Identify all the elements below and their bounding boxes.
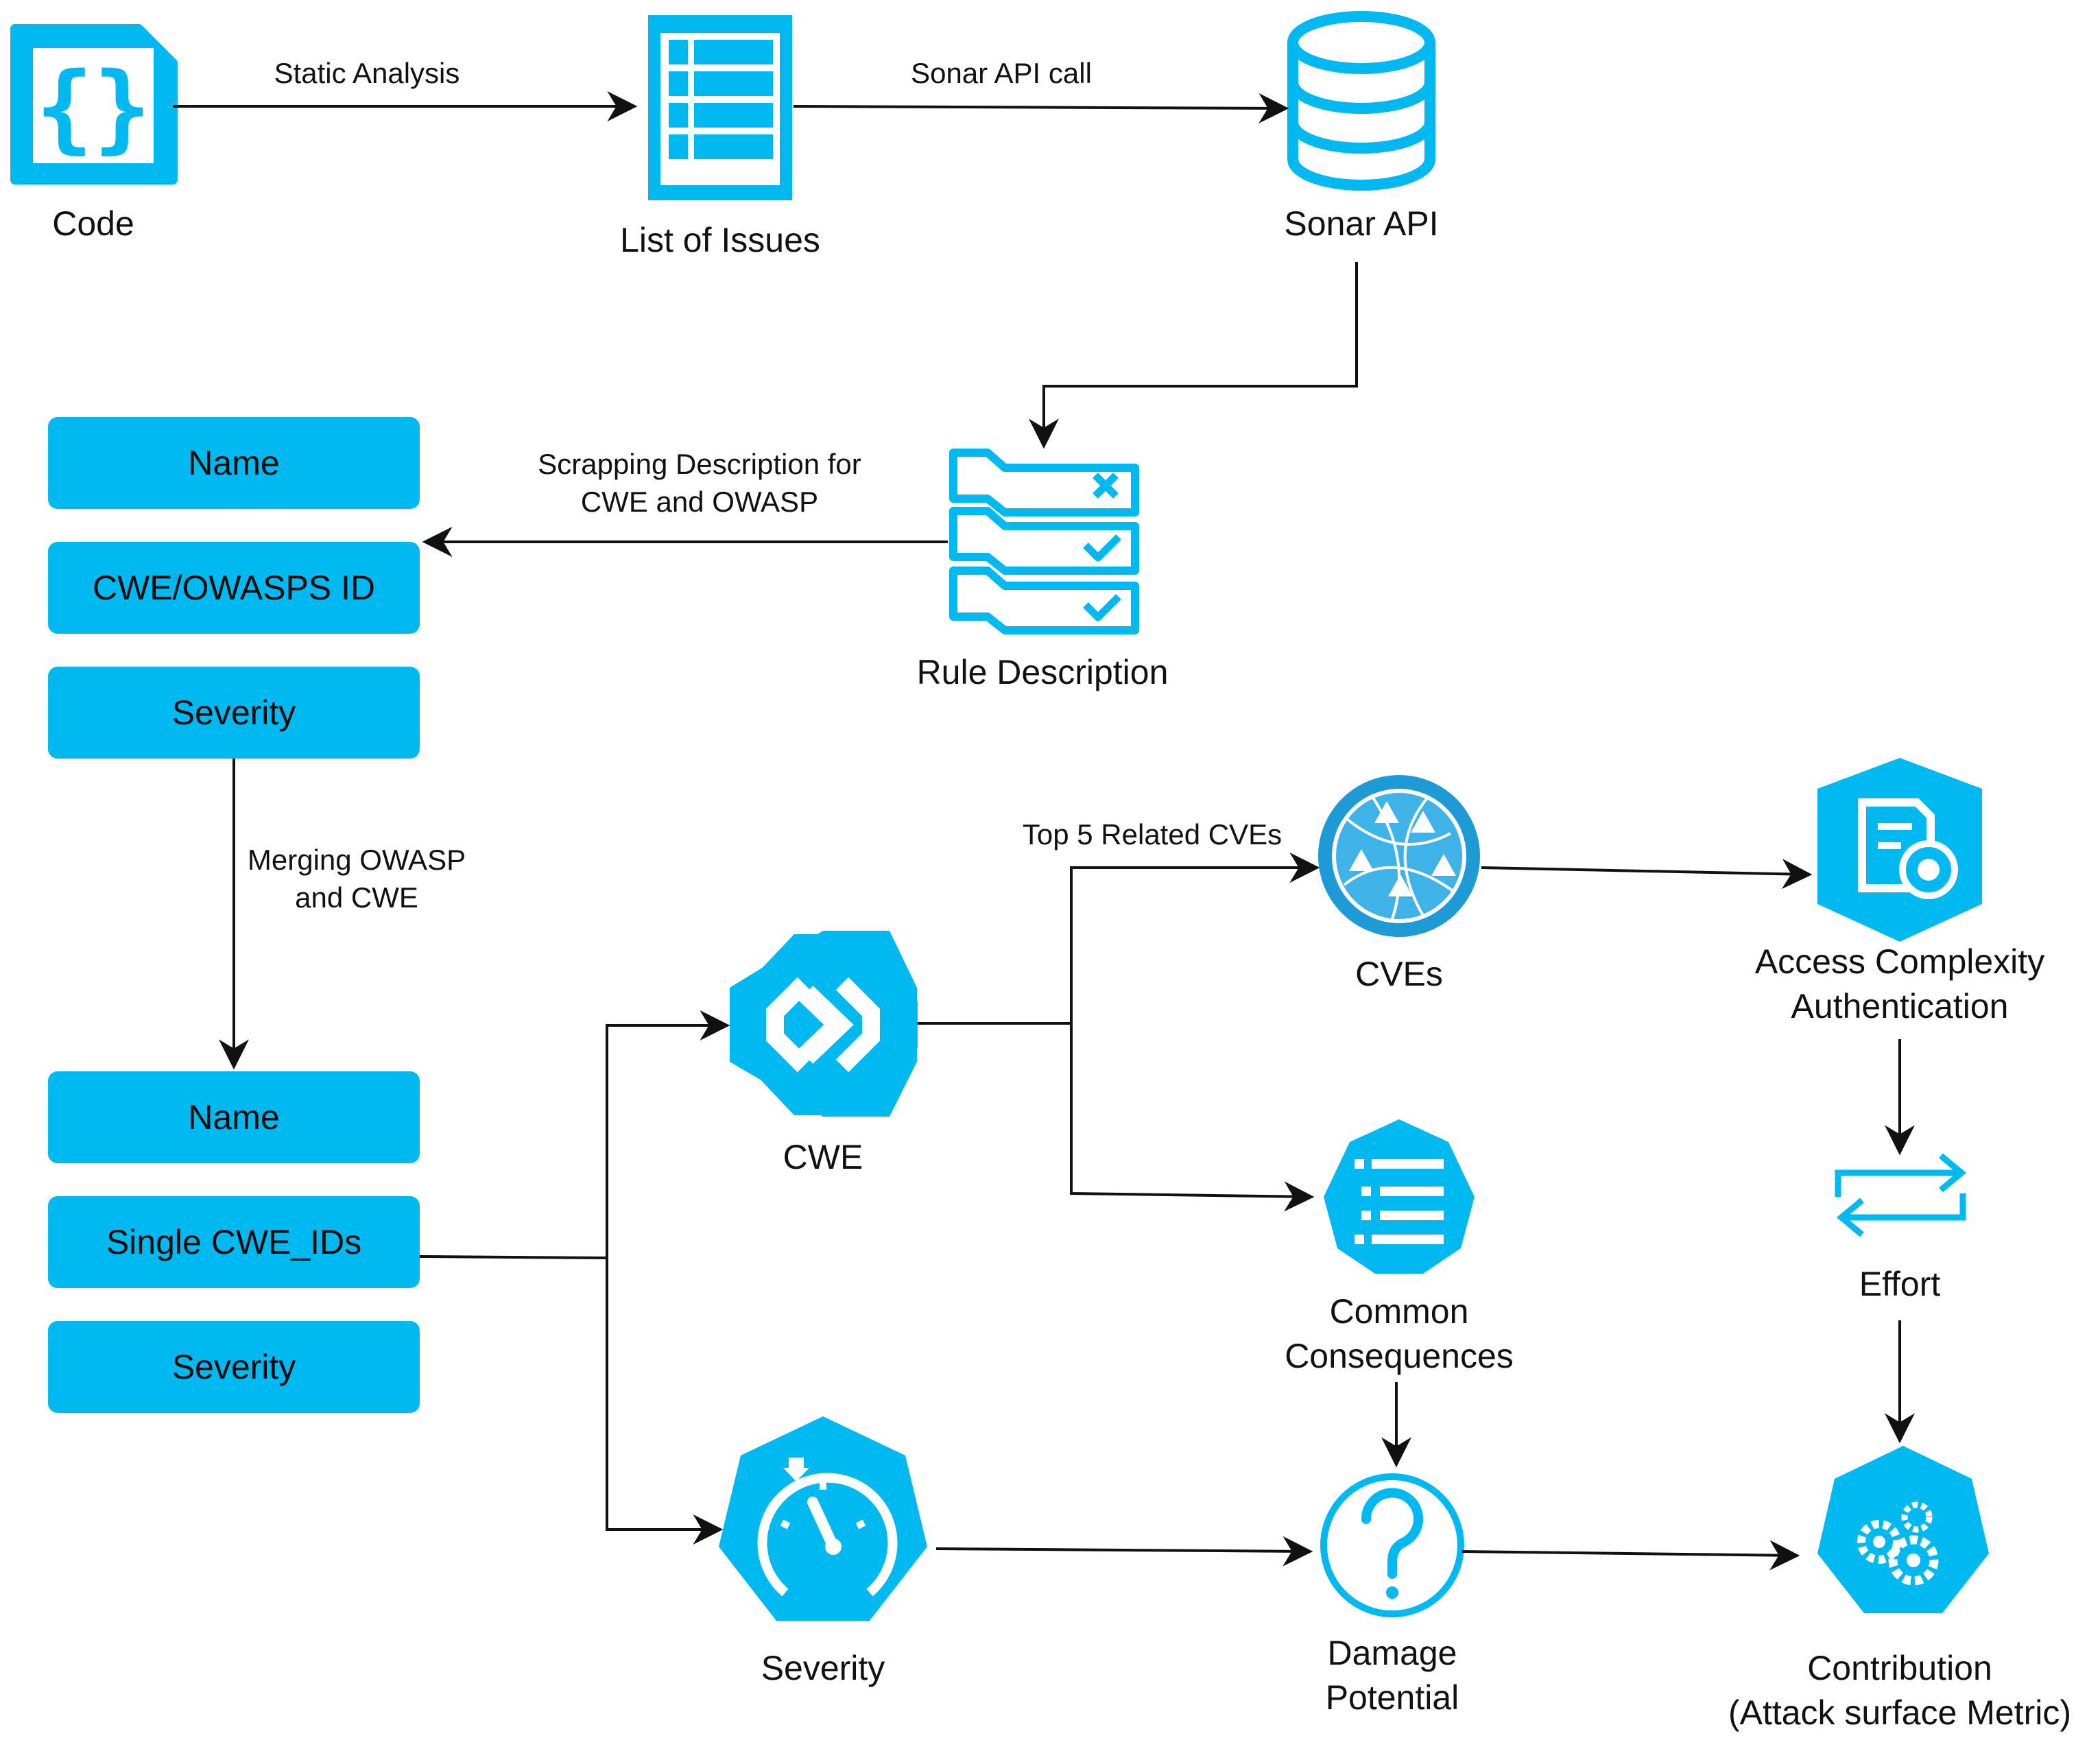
common-consequences-line-2: Consequences <box>1285 1337 1514 1375</box>
effort-label: Effort <box>1859 1265 1941 1303</box>
shield-certificate-icon <box>1817 758 1982 942</box>
merging-line-2: and CWE <box>295 881 418 914</box>
edge-to-consequences <box>1070 1023 1315 1212</box>
box-severity-bottom: Severity <box>48 1321 420 1413</box>
access-complexity-line-1: Access Complexity <box>1754 942 2045 981</box>
scrapping-label: Scrapping Description for CWE and OWASP <box>494 446 905 521</box>
box-single-cwe-ids: Single CWE_IDs <box>48 1196 420 1288</box>
scrapping-line-2: CWE and OWASP <box>580 485 819 518</box>
scrapping-line-1: Scrapping Description for <box>538 448 861 480</box>
sonar-api-label: Sonar API <box>1284 204 1439 243</box>
database-icon <box>1287 11 1435 191</box>
speedometer-icon <box>719 1416 927 1621</box>
access-complexity-label: Access Complexity Authentication <box>1694 940 2100 1029</box>
list-heptagon-icon <box>1324 1119 1475 1274</box>
sonar-api-call-label: Sonar API call <box>911 57 1092 89</box>
static-analysis-label: Static Analysis <box>274 57 460 89</box>
box-name-top: Name <box>48 417 420 509</box>
cwe-hexagon-icon <box>730 931 918 1117</box>
box-name-bottom: Name <box>48 1071 420 1163</box>
list-icon <box>648 15 792 200</box>
rule-checklist-icon <box>949 449 1139 634</box>
globe-warning-icon <box>1318 775 1480 937</box>
edge-cves-to-access <box>1481 859 1813 890</box>
cwe-label: CWE <box>783 1138 863 1176</box>
rule-description-label: Rule Description <box>916 653 1169 691</box>
contribution-line-1: Contribution <box>1807 1649 1992 1687</box>
edge-to-cves <box>1070 853 1320 1023</box>
cves-label: CVEs <box>1355 955 1443 993</box>
damage-potential-label: Damage Potential <box>1255 1631 1529 1720</box>
box-cwe-owasp-id: CWE/OWASPS ID <box>48 542 420 634</box>
list-of-issues-label: List of Issues <box>620 221 820 259</box>
gears-heptagon-icon <box>1817 1446 1989 1613</box>
common-consequences-label: Common Consequences <box>1228 1289 1571 1379</box>
top5-label: Top 5 Related CVEs <box>1022 818 1282 850</box>
contribution-label: Contribution (Attack surface Metric) <box>1694 1646 2100 1735</box>
merging-line-1: Merging OWASP <box>247 844 466 876</box>
exchange-arrows-icon <box>1835 1153 1967 1237</box>
common-consequences-line-1: Common <box>1329 1292 1469 1331</box>
edge-split-to-cwe <box>606 1010 730 1258</box>
code-label: Code <box>52 204 134 243</box>
edge-boxes-to-split <box>419 1255 608 1259</box>
edge-sonar-to-rules <box>1029 262 1358 449</box>
edge-damage-to-contribution <box>1461 1540 1800 1571</box>
edge-split-to-severity <box>606 1258 724 1545</box>
box-severity-top: Severity <box>48 667 420 759</box>
connectors <box>173 91 1915 1571</box>
question-circle-icon <box>1320 1473 1464 1617</box>
edge-severity-to-damage <box>935 1536 1313 1567</box>
edge-list-to-sonar <box>793 93 1289 123</box>
damage-potential-line-2: Potential <box>1325 1678 1459 1717</box>
merging-label: Merging OWASP and CWE <box>219 842 494 916</box>
damage-potential-line-1: Damage <box>1327 1634 1457 1672</box>
contribution-line-2: (Attack surface Metric) <box>1728 1693 2072 1732</box>
access-complexity-line-2: Authentication <box>1791 987 2009 1025</box>
code-file-icon: {} <box>10 24 178 185</box>
severity-node-label: Severity <box>761 1649 885 1687</box>
svg-text:{}: {} <box>36 52 152 164</box>
